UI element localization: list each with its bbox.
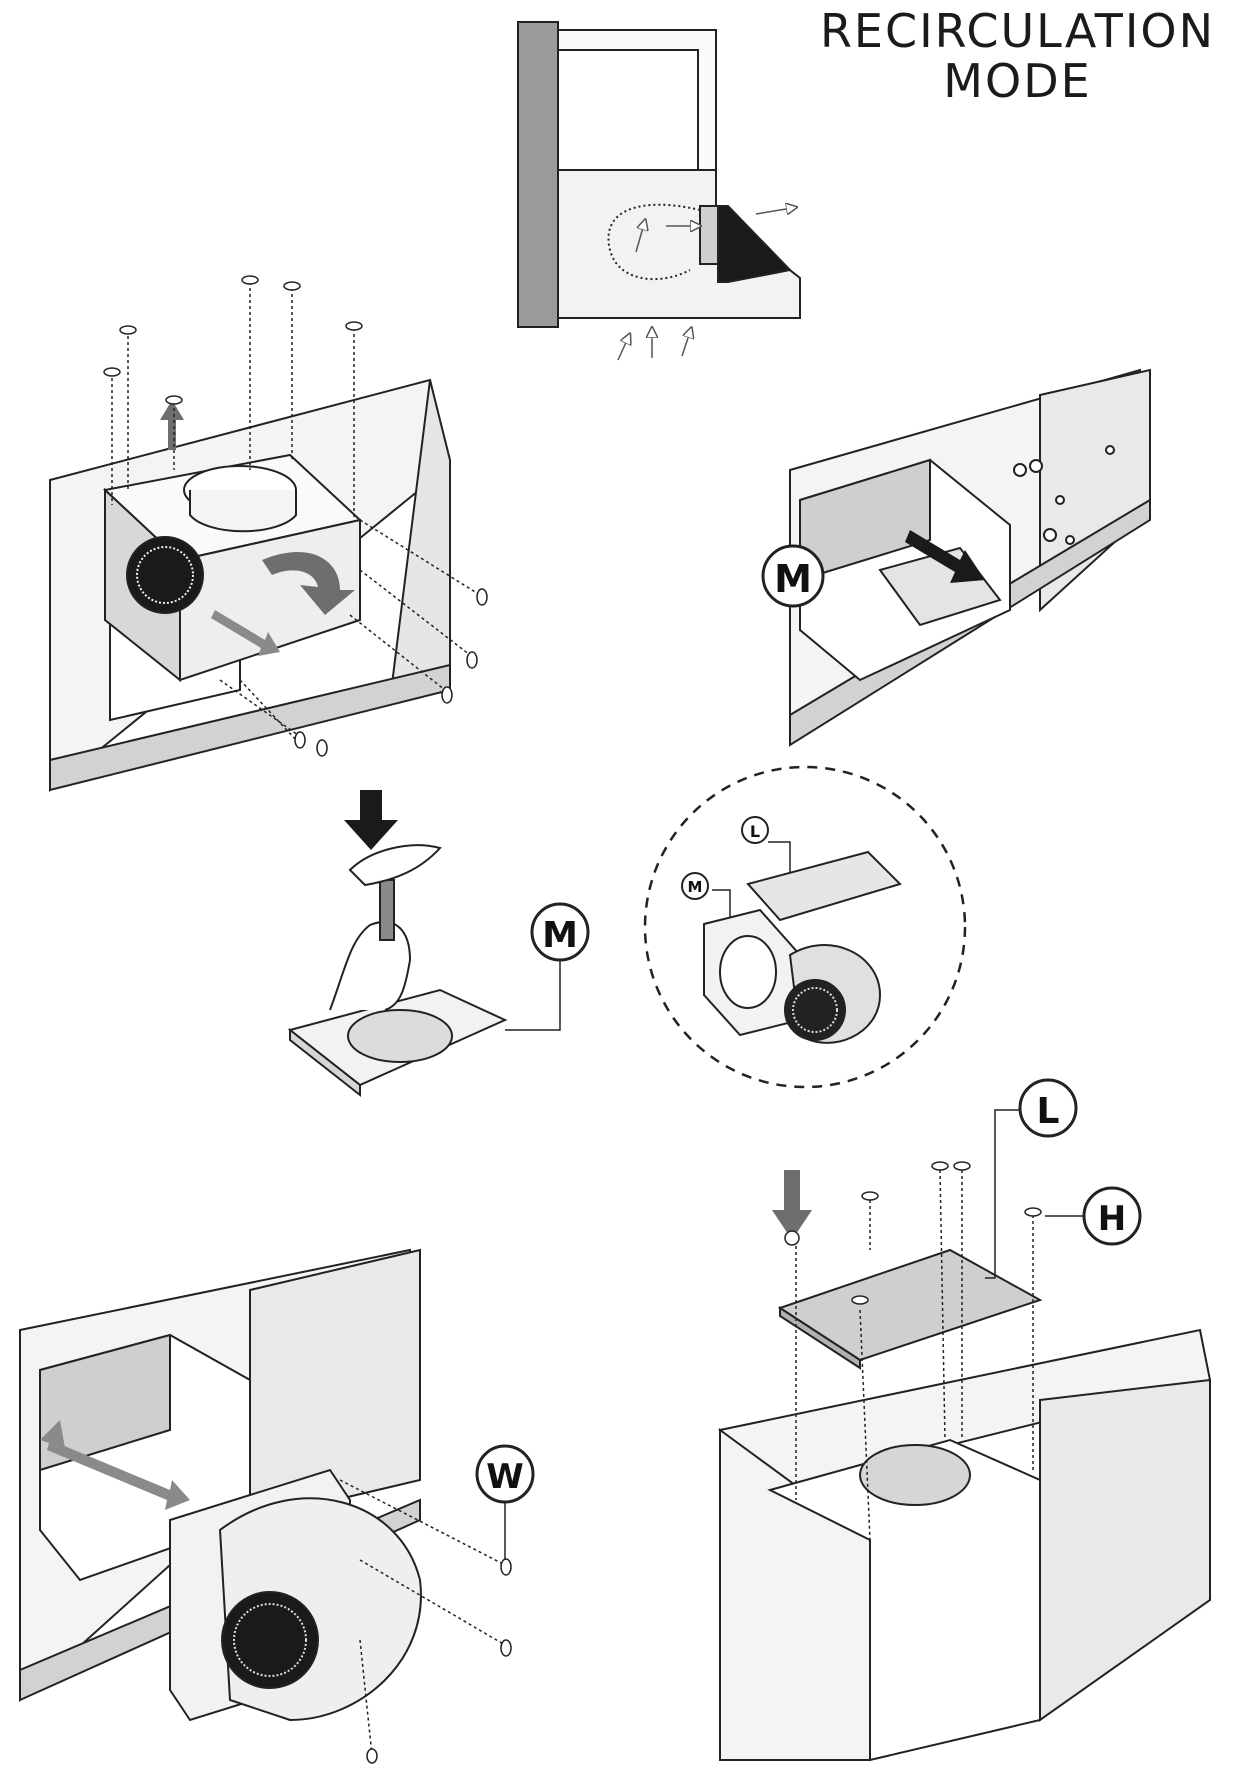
duct-opening [859,1444,971,1506]
title-line-1: RECIRCULATION [819,4,1216,58]
l-plate [777,1248,1043,1362]
leader-l-detail [768,841,791,872]
step6-install-l-plate [718,1109,1212,1762]
fan-outlet [699,205,719,265]
callout-h-step6: H [1082,1186,1142,1246]
press-arrow [344,790,398,850]
hood-holes [1013,445,1115,545]
step1-motor-housing-removal [49,275,488,793]
callout-m-detail: M [681,872,709,900]
wall [517,21,559,328]
callout-l-detail-label: L [750,822,760,841]
tool [379,879,395,941]
filter [717,205,793,283]
callout-m-step3: M [530,902,590,962]
opening-back [39,1333,171,1472]
plate-hole [347,1009,453,1063]
callout-m-detail-label: M [688,878,703,896]
l-panel [746,850,902,922]
hood-side [1039,1378,1211,1722]
callout-w-step5-label: W [486,1457,524,1497]
leader-m-detail [712,889,731,918]
step3-press-m-plate [287,790,561,1098]
hand-lower [329,920,412,1011]
cabinet-inner [557,49,699,171]
pull-arrow [905,530,985,583]
leader-l-step6 [985,1109,1020,1279]
callout-l-detail: L [741,816,769,844]
callout-h-step6-label: H [1098,1199,1126,1239]
fan-wheel [221,1591,319,1689]
step4-detail-circle [643,765,967,1089]
screw-heads [103,275,488,757]
step2-remove-m-panel [789,368,1152,747]
rotate-arrow [262,551,355,615]
callout-m-step2: M [761,544,825,608]
diagram-title: RECIRCULATION MODE [790,6,1245,106]
callout-w-step5: W [475,1444,535,1504]
up-arrow [160,400,184,450]
hand-upper [348,844,442,887]
callout-l-step6-label: L [1037,1091,1060,1132]
hood-body [557,169,801,319]
title-line-2: MODE [943,54,1092,108]
recirculation-side-view [517,21,801,361]
callout-l-step6: L [1018,1078,1078,1138]
callout-m-step2-label: M [774,557,812,601]
slide-arrow [47,1440,190,1510]
fan-wheel [126,536,204,614]
callout-m-step3-label: M [542,915,578,956]
leader-m-step3 [505,960,561,1031]
down-arrow [772,1170,812,1240]
airflow-arrows [617,208,792,361]
slide-arrow [211,610,280,656]
fan-scroll [607,203,701,281]
step5-fan-insertion [19,1248,512,1764]
screws [111,282,481,743]
